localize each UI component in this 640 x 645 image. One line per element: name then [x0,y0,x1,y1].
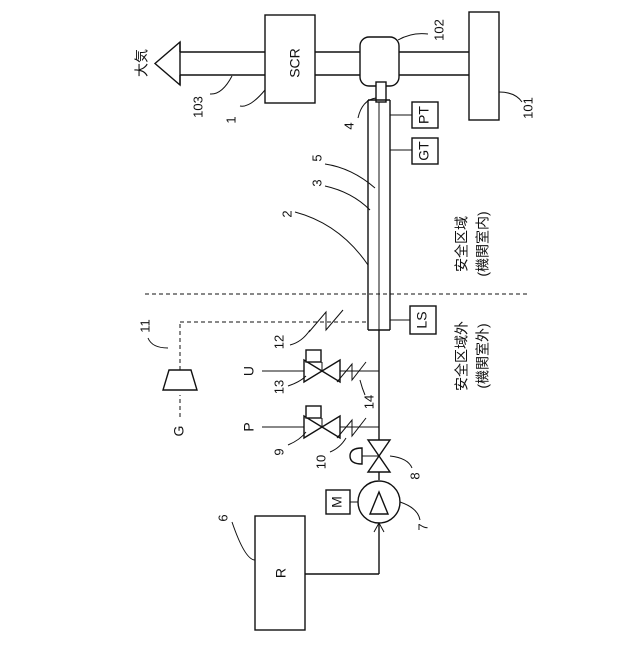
ref-10: 10 [313,455,328,469]
outside-zone-label-2: (機関室外) [475,323,491,388]
u-label: U [241,366,257,376]
valve-8-actuator [350,448,362,464]
leader-1 [240,90,265,106]
valve-13-right [322,360,340,382]
ref-7: 7 [415,523,430,530]
leader-10 [330,438,346,452]
p-label: P [241,422,257,431]
gas-source-11 [163,370,197,390]
leader-8 [390,456,412,468]
ref-2: 2 [279,210,294,217]
leader-11 [148,338,168,348]
ls-label: LS [414,311,430,328]
mixer-housing [360,37,399,86]
leader-7 [400,502,420,520]
ref-4: 4 [341,122,356,129]
outside-zone-label-1: 安全区域外 [454,321,470,391]
ref-5: 5 [309,154,324,161]
leader-6 [232,522,255,560]
ref-8: 8 [407,472,422,479]
scr-label: SCR [287,48,303,78]
valve-9-left [304,416,322,438]
tank-label: R [273,568,289,578]
check-valve-12 [309,310,343,332]
check-valve-10 [337,418,366,438]
ref-12: 12 [271,335,286,349]
engine-box [469,12,499,120]
leader-3 [325,186,370,210]
ref-9: 9 [271,448,286,455]
valve-9-actuator [306,406,321,418]
ref-103: 103 [190,96,205,118]
motor-label: M [329,496,345,508]
ref-101: 101 [520,97,535,119]
ref-6: 6 [215,514,230,521]
ref-11: 11 [137,319,152,333]
atmosphere-label: 大気 [134,49,150,77]
ref-1: 1 [223,116,238,123]
injection-nozzle [376,82,386,102]
valve-8-bottom [368,456,390,472]
check-valve-14 [337,362,366,382]
pt-label: PT [416,106,432,124]
leader-102 [398,34,428,40]
leader-12 [290,330,310,345]
valve-8-top [368,440,390,456]
gas-g-label: G [171,426,187,437]
leader-2 [295,212,368,265]
atmosphere-arrow [155,42,180,85]
valve-13-actuator [306,350,321,362]
ref-3: 3 [309,179,324,186]
gt-label: GT [416,141,432,161]
leader-14 [360,380,365,395]
leader-4 [358,98,376,118]
valve-9-right [322,416,340,438]
ref-14: 14 [361,395,376,409]
leader-101 [499,92,522,102]
ref-102: 102 [431,19,446,41]
valve-13-left [304,360,322,382]
ref-13: 13 [271,380,286,394]
safe-zone-label-1: 安全区域 [454,216,470,272]
safe-zone-label-2: (機関室内) [475,211,491,276]
leader-103 [210,76,232,94]
